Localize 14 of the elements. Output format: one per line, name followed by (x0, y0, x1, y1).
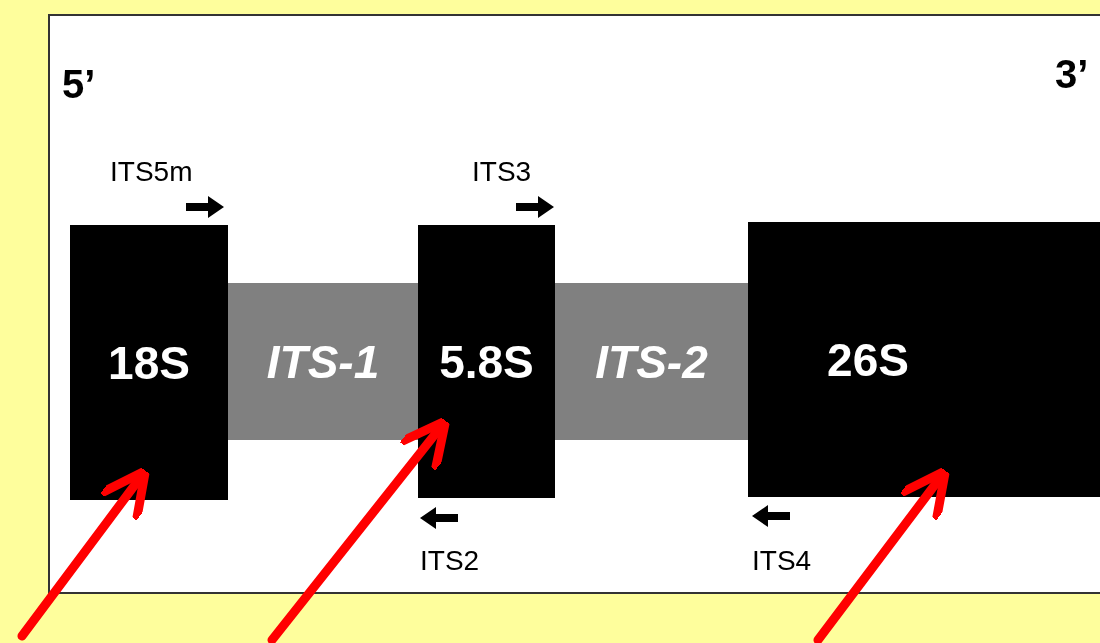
primer-label: ITS5m (110, 156, 193, 188)
gene-region-box: 5.8S (418, 225, 555, 498)
pointer-arrow (813, 466, 950, 643)
primer-label: ITS2 (420, 545, 480, 577)
strand-end-label: 3’ (1055, 52, 1089, 97)
strand-end-label: 5’ (62, 62, 96, 107)
pointer-arrow (17, 466, 150, 641)
gene-region-box: 18S (70, 225, 228, 500)
pointer-arrow (267, 416, 451, 643)
primer-label: ITS4 (752, 545, 812, 577)
spacer-region-box: ITS-2 (555, 283, 748, 440)
primer-label: ITS3 (472, 156, 532, 188)
gene-region-box: 26S (748, 222, 1100, 497)
spacer-region-box: ITS-1 (228, 283, 418, 440)
